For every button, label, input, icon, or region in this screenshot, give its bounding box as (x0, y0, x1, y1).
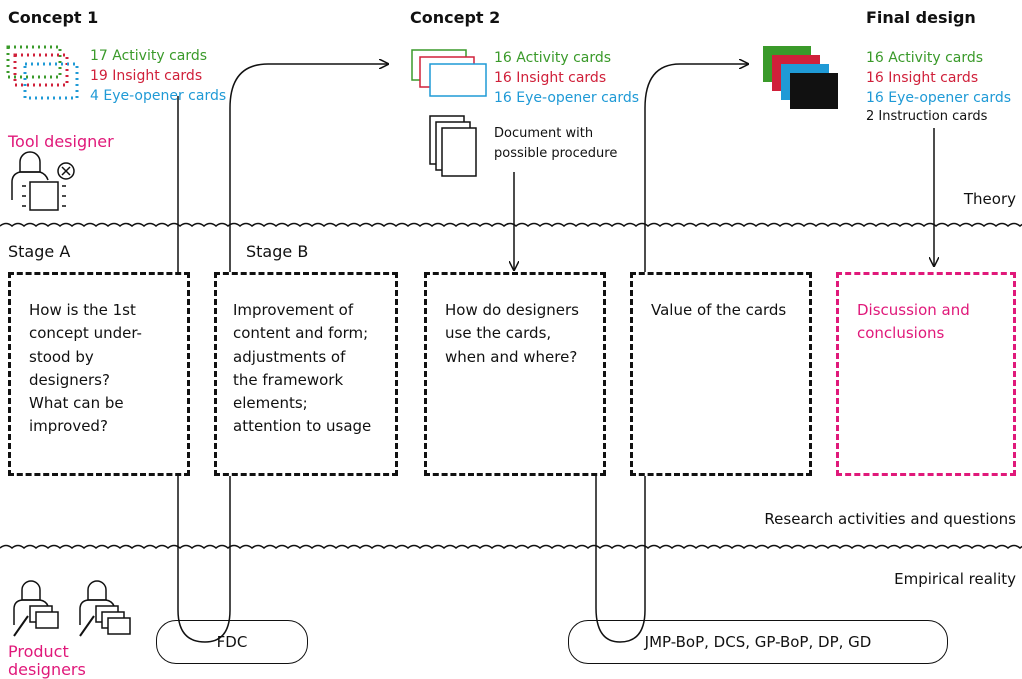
concept1-insight-cards: 19 Insight cards (90, 68, 203, 84)
stage-b-label: Stage B (246, 242, 309, 261)
tool-designer-icon (11, 151, 75, 211)
box-line: attention to usage (233, 417, 372, 436)
box-line: the framework (233, 370, 344, 389)
box-line: adjustments of (233, 347, 346, 366)
studies-pill: JMP-BoP, DCS, GP-BoP, DP, GD (568, 620, 948, 664)
box-line: Value of the cards (651, 301, 787, 319)
box-line: Discussion and (857, 301, 970, 319)
concept1-title: Concept 1 (8, 8, 99, 27)
concept1-activity-cards: 17 Activity cards (90, 48, 208, 64)
question-box-value: Value of the cards (630, 272, 812, 476)
box-line: content and form; (233, 324, 369, 343)
question-box-usage: How do designers use the cards, when and… (424, 272, 606, 476)
concept1-eye-opener-cards: 4 Eye-opener cards (90, 88, 227, 104)
concept1-cards-icon (6, 45, 79, 100)
document-label-line2: possible procedure (494, 146, 618, 161)
empirical-label: Empirical reality (894, 570, 1016, 588)
box-line: elements; (233, 394, 308, 412)
fdc-pill: FDC (156, 620, 308, 664)
question-box-stage-a: How is the 1st concept under- stood by d… (8, 272, 190, 476)
box-line: improved? (29, 417, 108, 436)
box-line: conclusions (857, 324, 945, 343)
document-label-line1: Document with (494, 126, 594, 141)
box-line: concept under- (29, 324, 142, 343)
final-instruction-cards: 2 Instruction cards (866, 109, 988, 124)
product-designers-label-line2: designers (8, 660, 86, 679)
product-designers-icon (13, 580, 131, 637)
concept2-insight-cards: 16 Insight cards (494, 70, 607, 86)
box-line: Improvement of (233, 301, 354, 319)
studies-label: JMP-BoP, DCS, GP-BoP, DP, GD (644, 633, 872, 651)
final-activity-cards: 16 Activity cards (866, 50, 984, 66)
document-icon (429, 115, 477, 177)
box-line: when and where? (445, 347, 578, 366)
concept2-cards-icon (411, 49, 487, 97)
box-line: stood by (29, 347, 94, 366)
tool-designer-label: Tool designer (8, 132, 114, 151)
box-line: designers? (29, 370, 110, 389)
question-box-stage-b: Improvement of content and form; adjustm… (214, 272, 398, 476)
concept2-eye-opener-cards: 16 Eye-opener cards (494, 90, 640, 106)
box-line: use the cards, (445, 324, 552, 343)
final-design-title: Final design (866, 8, 976, 27)
box-line: How is the 1st (29, 301, 136, 319)
final-cards-icon (763, 46, 838, 109)
empirical-divider (0, 544, 1022, 549)
fdc-label: FDC (216, 633, 248, 651)
discussion-box: Discussion and conclusions (836, 272, 1016, 476)
stage-a-label: Stage A (8, 242, 71, 261)
theory-label: Theory (963, 190, 1016, 208)
concept2-title: Concept 2 (410, 8, 501, 27)
research-label: Research activities and questions (764, 510, 1016, 528)
final-insight-cards: 16 Insight cards (866, 70, 979, 86)
concept2-activity-cards: 16 Activity cards (494, 50, 612, 66)
final-eye-opener-cards: 16 Eye-opener cards (866, 90, 1012, 106)
product-designers-label-line1: Product (8, 642, 69, 661)
box-line: What can be (29, 394, 124, 412)
box-line: How do designers (445, 301, 579, 319)
theory-divider (0, 222, 1022, 227)
